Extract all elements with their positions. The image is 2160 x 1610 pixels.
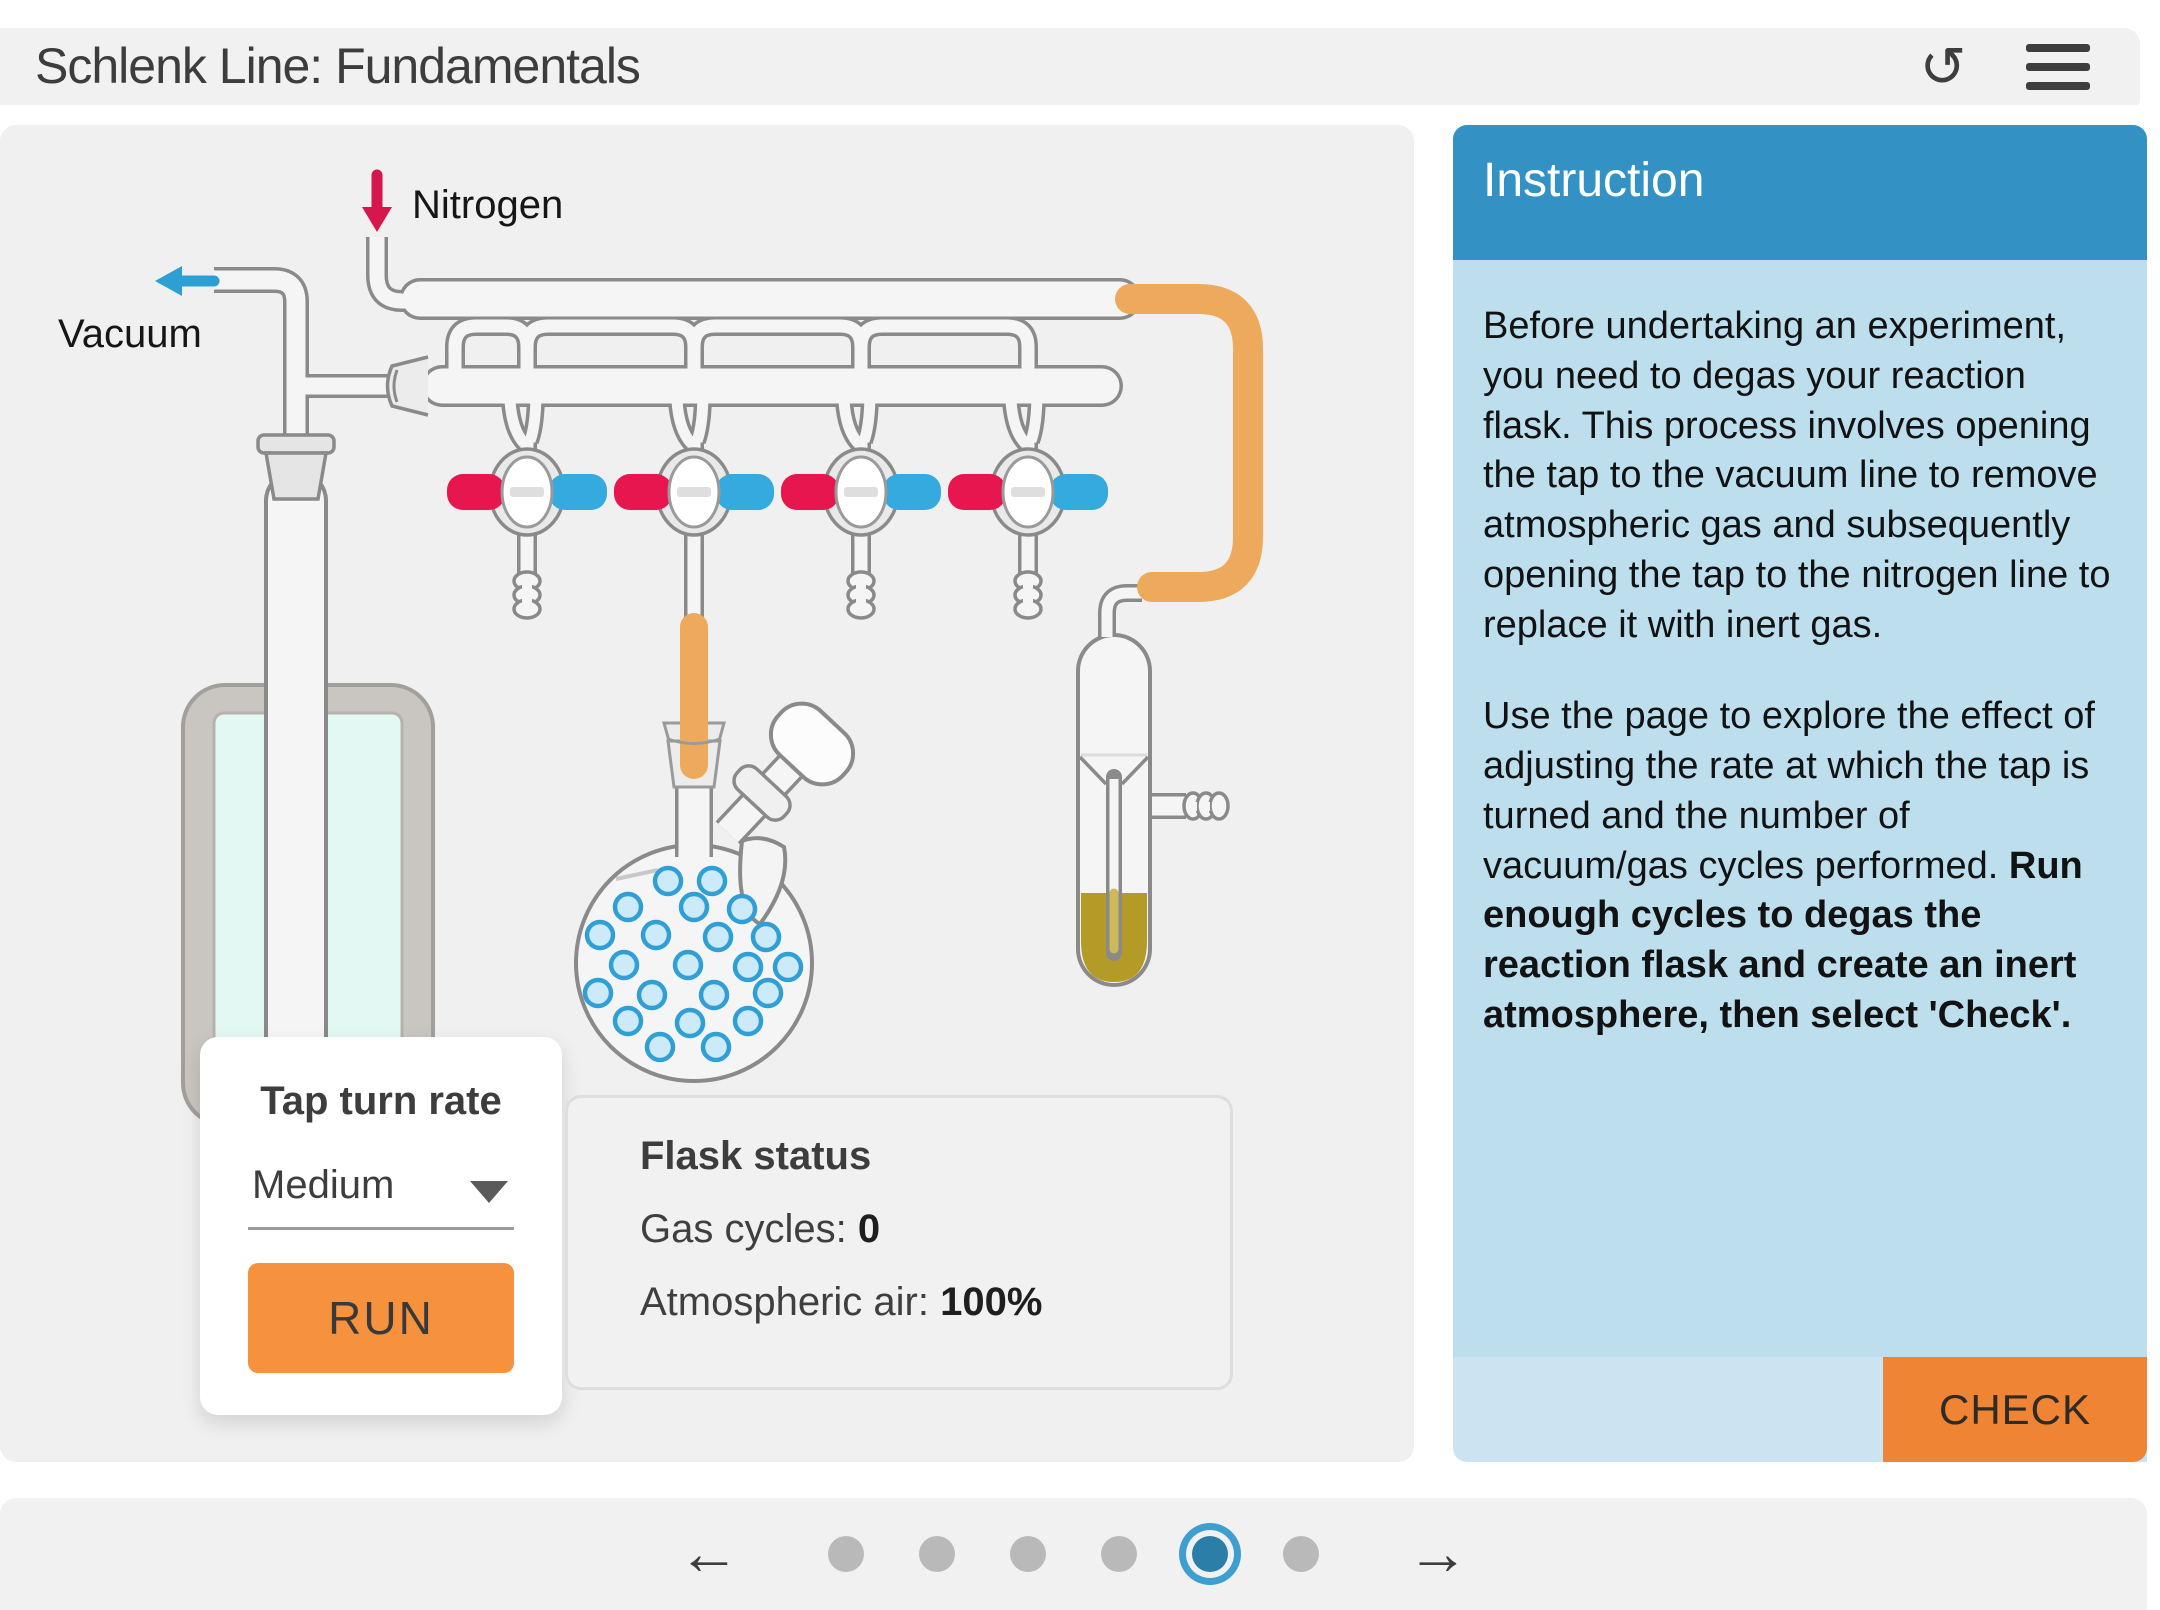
- schlenk-line-diagram: Nitrogen Vacuum: [58, 169, 1263, 1127]
- nitrogen-label: Nitrogen: [412, 183, 563, 227]
- atmospheric-air-line: Atmospheric air: 100%: [640, 1280, 1230, 1325]
- stopcock-1-vacuum-handle: [447, 474, 505, 510]
- tap-turn-rate-heading: Tap turn rate: [260, 1079, 502, 1123]
- top-bar: Schlenk Line: Fundamentals ↺: [0, 28, 2140, 105]
- nav-dot-2[interactable]: [919, 1536, 955, 1572]
- tap-rate-selected-value: Medium: [252, 1163, 395, 1207]
- stopcock-4: [948, 447, 1108, 537]
- stopcock-2: [614, 447, 774, 537]
- reset-icon: ↺: [1919, 35, 1967, 98]
- check-button[interactable]: CHECK: [1883, 1357, 2147, 1462]
- nitrogen-arrow-icon: [362, 207, 392, 232]
- previous-page-button[interactable]: ←: [672, 1523, 746, 1585]
- nav-dot-5[interactable]: [1192, 1536, 1228, 1572]
- stopcock-1-nitrogen-handle: [549, 474, 607, 510]
- stopcock-3-vacuum-handle: [781, 474, 839, 510]
- reset-button[interactable]: ↺: [1908, 32, 1978, 102]
- manifold-cone-joint: [385, 355, 429, 417]
- pagination-row: ← →: [0, 1498, 2147, 1610]
- simulation-canvas: Nitrogen Vacuum Tap turn rate Medium RUN…: [0, 125, 1414, 1462]
- gas-cycles-line: Gas cycles: 0: [640, 1207, 1230, 1252]
- bubbler: [1080, 593, 1230, 982]
- arrow-left-icon: ←: [678, 1519, 740, 1588]
- stopcock-3-nitrogen-handle: [883, 474, 941, 510]
- stopcock-2-nitrogen-handle: [716, 474, 774, 510]
- nitrogen-inlet-label: Nitrogen: [362, 169, 563, 232]
- instruction-body: Before undertaking an experiment, you ne…: [1453, 260, 2147, 1357]
- stopcock-4-vacuum-handle: [948, 474, 1006, 510]
- vacuum-label: Vacuum: [58, 312, 202, 356]
- flask-status-card: Flask status Gas cycles: 0 Atmospheric a…: [565, 1095, 1233, 1390]
- flask-status-heading: Flask status: [640, 1134, 872, 1178]
- instruction-paragraph-2-text: Use the page to explore the effect of ad…: [1483, 695, 2095, 887]
- chevron-down-icon: [470, 1181, 508, 1203]
- stopcock-1: [447, 447, 607, 537]
- menu-button[interactable]: [2026, 44, 2090, 90]
- nav-dot-4[interactable]: [1101, 1536, 1137, 1572]
- flask-stopper: [732, 701, 856, 822]
- gas-bubbles: [582, 865, 804, 1063]
- vacuum-arrow-icon: [155, 266, 182, 296]
- instruction-paragraph-1: Before undertaking an experiment, you ne…: [1483, 305, 2111, 646]
- gas-cycles-label: Gas cycles:: [640, 1207, 847, 1251]
- instruction-footer: CHECK: [1453, 1357, 2147, 1462]
- flask-neck-rim-line: [667, 737, 721, 745]
- hose-barbs: [512, 570, 1043, 620]
- vacuum-outlet-label: Vacuum: [58, 266, 220, 356]
- arrow-right-icon: →: [1407, 1519, 1469, 1588]
- instruction-header: Instruction: [1453, 125, 2147, 260]
- tap-rate-dropdown[interactable]: Medium: [248, 1155, 514, 1230]
- stopcock-2-vacuum-handle: [614, 474, 672, 510]
- next-page-button[interactable]: →: [1401, 1523, 1475, 1585]
- gas-cycles-value: 0: [857, 1207, 881, 1251]
- stopcocks: [447, 447, 1108, 537]
- menu-icon: [2026, 63, 2090, 71]
- nav-dot-3[interactable]: [1010, 1536, 1046, 1572]
- tap-turn-rate-card: Tap turn rate Medium RUN: [200, 1037, 562, 1415]
- instruction-paragraph-2-bold: Run enough cycles to degas the reaction …: [1483, 844, 2083, 1036]
- instruction-panel: Instruction Before undertaking an experi…: [1453, 125, 2147, 1462]
- atmospheric-air-value: 100%: [940, 1280, 1043, 1324]
- nav-dot-6[interactable]: [1283, 1536, 1319, 1572]
- bubbler-tubing-orange: [1115, 284, 1263, 602]
- stopcock-3: [781, 447, 941, 537]
- nav-dots: [828, 1536, 1319, 1572]
- trap-joint: [256, 433, 336, 501]
- instruction-paragraph-2: Use the page to explore the effect of ad…: [1483, 692, 2111, 1040]
- page-title: Schlenk Line: Fundamentals: [35, 38, 641, 94]
- run-button[interactable]: RUN: [248, 1263, 514, 1373]
- menu-icon: [2026, 82, 2090, 90]
- atmospheric-air-label: Atmospheric air:: [640, 1280, 929, 1324]
- menu-icon: [2026, 44, 2090, 52]
- pagination-bar: ← →: [0, 1498, 2147, 1610]
- nav-dot-1[interactable]: [828, 1536, 864, 1572]
- instruction-title: Instruction: [1483, 154, 1705, 207]
- stopcock-4-nitrogen-handle: [1050, 474, 1108, 510]
